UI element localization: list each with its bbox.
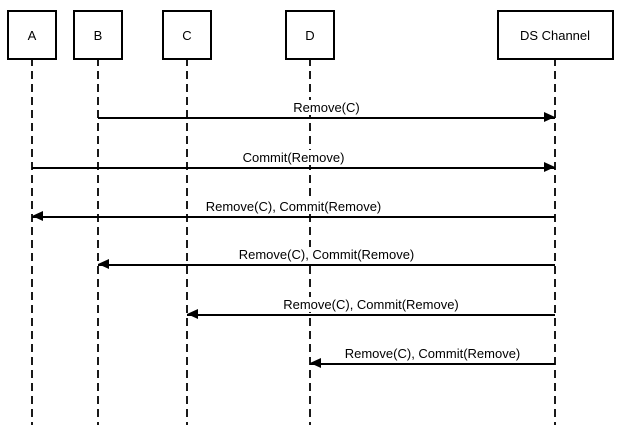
actor-box-D: D bbox=[285, 10, 335, 60]
actor-label: C bbox=[182, 27, 192, 43]
message-arrowhead bbox=[98, 259, 109, 270]
message-label: Remove(C), Commit(Remove) bbox=[342, 346, 523, 361]
message-label: Commit(Remove) bbox=[240, 150, 347, 165]
message-arrowhead bbox=[32, 211, 43, 222]
message-line bbox=[310, 363, 555, 365]
message-line bbox=[32, 216, 555, 218]
message-arrowhead bbox=[544, 112, 555, 123]
message-label: Remove(C), Commit(Remove) bbox=[236, 247, 417, 262]
message-label: Remove(C), Commit(Remove) bbox=[281, 297, 461, 312]
message-line bbox=[98, 264, 555, 266]
actor-label: A bbox=[27, 27, 37, 43]
actor-label: DS Channel bbox=[519, 27, 591, 43]
lifeline-A bbox=[31, 58, 33, 425]
actor-box-C: C bbox=[162, 10, 212, 60]
message-arrowhead bbox=[310, 358, 321, 369]
actor-box-A: A bbox=[7, 10, 57, 60]
message-arrowhead bbox=[187, 309, 198, 320]
message-label: Remove(C) bbox=[291, 100, 362, 115]
lifeline-B bbox=[97, 58, 99, 425]
lifeline-D bbox=[309, 58, 311, 425]
message-label: Remove(C), Commit(Remove) bbox=[203, 199, 384, 214]
actor-box-B: B bbox=[73, 10, 123, 60]
message-line bbox=[187, 314, 555, 316]
actor-label: B bbox=[93, 27, 103, 43]
lifeline-C bbox=[186, 58, 188, 425]
message-line bbox=[98, 117, 555, 119]
actor-box-DS: DS Channel bbox=[496, 10, 614, 60]
message-arrowhead bbox=[544, 162, 555, 173]
actor-label: D bbox=[305, 27, 315, 43]
lifeline-DS bbox=[554, 58, 556, 425]
message-line bbox=[32, 167, 555, 169]
